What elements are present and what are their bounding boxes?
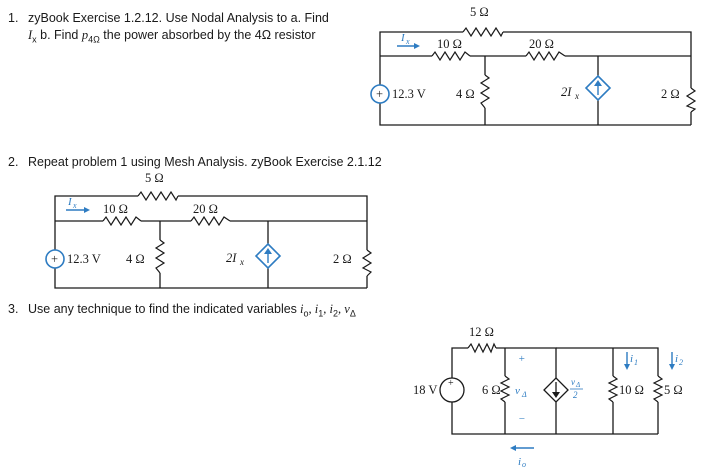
circuit-3-i1-sub: 1 <box>634 358 638 367</box>
circuit-2-ix-sub: x <box>72 201 77 210</box>
circuit-3-vd-label: v <box>515 385 520 397</box>
problem-3-number: 3. <box>8 302 19 316</box>
circuit-3-r10 <box>607 375 619 403</box>
circuit-1-r20 <box>525 50 566 62</box>
circuit-2-r20 <box>190 215 231 227</box>
circuit-1-r20-label: 20 Ω <box>529 37 554 51</box>
circuit-3-i2-sub: 2 <box>679 358 683 367</box>
circuit-2-r4 <box>154 239 166 274</box>
circuit-1-r10-label: 10 Ω <box>437 37 462 51</box>
circuit-2-r2-label: 2 Ω <box>333 252 352 266</box>
circuit-2-r5 <box>137 190 179 202</box>
problem-3-i1: , i <box>308 302 319 316</box>
circuit-1-r2 <box>685 87 697 113</box>
circuit-3-r5 <box>652 375 664 403</box>
circuit-3-i2-label: i <box>675 353 678 365</box>
problem-1-line-1: zyBook Exercise 1.2.12. Use Nodal Analys… <box>28 11 329 25</box>
problem-1-ix: I <box>28 28 33 42</box>
circuit-1-voltage-source <box>370 84 390 104</box>
circuit-3-r5-label: 5 Ω <box>664 383 683 397</box>
circuit-1-ix-label: I <box>400 32 406 44</box>
circuit-3-dep-den: 2 <box>573 390 578 400</box>
problem-3-io: i <box>296 302 304 316</box>
circuit-1: + 5 Ω 10 Ω 20 Ω I x 12.3 V 4 Ω 2I x 2 Ω <box>370 5 697 126</box>
circuit-2-r5-label: 5 Ω <box>145 171 164 185</box>
circuit-3-io-sub: o <box>522 460 526 469</box>
circuit-1-r4-label: 4 Ω <box>456 87 475 101</box>
circuit-3-voltage-source <box>439 377 465 403</box>
circuit-2-r20-label: 20 Ω <box>193 202 218 216</box>
problem-2: 2. Repeat problem 1 using Mesh Analysis. … <box>8 154 382 171</box>
circuit-3-r6 <box>499 375 511 403</box>
circuit-1-r2-label: 2 Ω <box>661 87 680 101</box>
circuit-1-r5 <box>462 26 504 38</box>
circuit-3-dependent-source <box>543 377 569 403</box>
circuit-3-r6-label: 6 Ω <box>482 383 501 397</box>
circuit-2-r10-label: 10 Ω <box>103 202 128 216</box>
circuit-3-dep-num: v <box>571 377 575 387</box>
circuit-3-r12-label: 12 Ω <box>469 325 494 339</box>
circuit-1-ix-sub: x <box>405 37 410 46</box>
circuit-3-r12 <box>467 342 497 354</box>
problem-3-io-sub: o <box>303 308 309 319</box>
problem-3-vd-sub: Δ <box>349 308 356 319</box>
problem-1-line-2-rest: the power absorbed by the 4Ω resistor <box>99 28 316 42</box>
problem-1-p-sub: 4Ω <box>88 34 100 45</box>
problem-3-vd: , v <box>338 302 350 316</box>
circuit-3-src-plus: + <box>448 378 454 389</box>
circuit-1-plus: + <box>376 87 383 101</box>
circuit-1-dep-sub: x <box>574 91 579 101</box>
circuit-2-r10 <box>102 215 142 227</box>
problem-3-i1-sub: 1 <box>318 308 324 319</box>
circuit-3: + 12 Ω 18 V 6 Ω + v Δ − i o v Δ 2 i 1 i … <box>413 325 683 469</box>
circuit-1-r10 <box>431 50 471 62</box>
circuit-3-r10-label: 10 Ω <box>619 383 644 397</box>
circuit-3-vd-sub: Δ <box>521 390 527 399</box>
circuit-2-vsrc-label: 12.3 V <box>67 252 101 266</box>
circuit-2-dep-label: 2I <box>226 251 237 265</box>
circuit-1-r4 <box>479 74 491 109</box>
problem-2-number: 2. <box>8 155 19 169</box>
problem-3-text: Use any technique to find the indicated … <box>28 302 297 316</box>
circuit-3-dep-num-sub: Δ <box>575 381 580 389</box>
circuit-3-vd-plus: + <box>518 353 525 365</box>
problem-1-number: 1. <box>8 11 19 25</box>
circuit-2-voltage-source <box>45 249 65 269</box>
circuit-2-plus: + <box>51 252 58 266</box>
circuit-3-io-label: i <box>518 456 521 468</box>
circuit-2-dep-sub: x <box>239 257 244 267</box>
problem-1-p: p <box>81 28 89 42</box>
circuit-2: + 5 Ω 10 Ω 20 Ω I x 12.3 V 4 Ω 2I x 2 Ω <box>45 171 373 289</box>
circuit-1-dep-label: 2I <box>561 85 572 99</box>
problem-1: 1. zyBook Exercise 1.2.12. Use Nodal Anal… <box>8 10 329 49</box>
circuit-2-r4-label: 4 Ω <box>126 252 145 266</box>
circuit-3-vsrc-label: 18 V <box>413 383 437 397</box>
circuit-1-vsrc-label: 12.3 V <box>392 87 426 101</box>
circuit-2-ix-label: I <box>67 196 73 208</box>
circuit-1-r5-label: 5 Ω <box>470 5 489 19</box>
problem-1-ix-sub: x <box>32 34 37 45</box>
problem-2-text: Repeat problem 1 using Mesh Analysis. zy… <box>28 155 382 169</box>
problem-3-i2: , i <box>323 302 334 316</box>
circuit-2-r2 <box>361 249 373 277</box>
problem-3-i2-sub: 2 <box>333 308 339 319</box>
problem-3: 3. Use any technique to find the indicate… <box>8 301 356 323</box>
circuit-3-i1-label: i <box>630 353 633 365</box>
problem-1-part-b: b. Find <box>36 28 82 42</box>
circuit-3-vd-minus: − <box>518 413 525 425</box>
